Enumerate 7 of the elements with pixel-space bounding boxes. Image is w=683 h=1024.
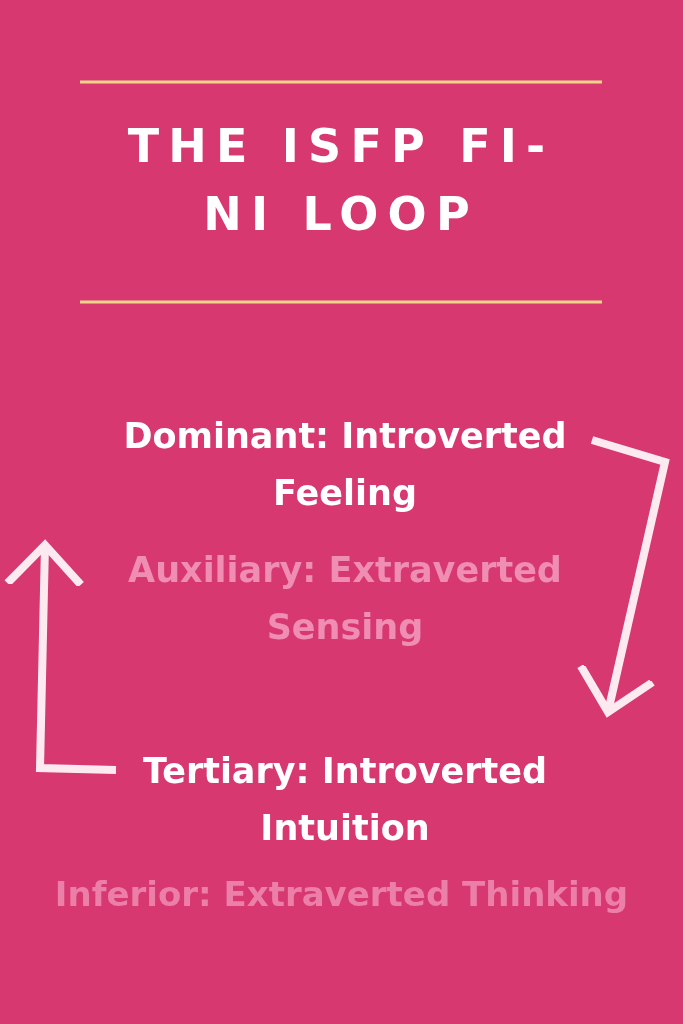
function-label: Dominant: Introverted Feeling xyxy=(100,408,590,522)
function-label: Auxiliary: Extraverted Sensing xyxy=(127,549,563,649)
function-label: Inferior: Extraverted Thinking xyxy=(53,873,630,916)
loop-arrow xyxy=(578,436,670,716)
title: THE ISFP FI-NI LOOP xyxy=(126,118,556,243)
loop-arrow xyxy=(6,541,117,774)
function-label: Tertiary: Introverted Intuition xyxy=(100,743,590,857)
